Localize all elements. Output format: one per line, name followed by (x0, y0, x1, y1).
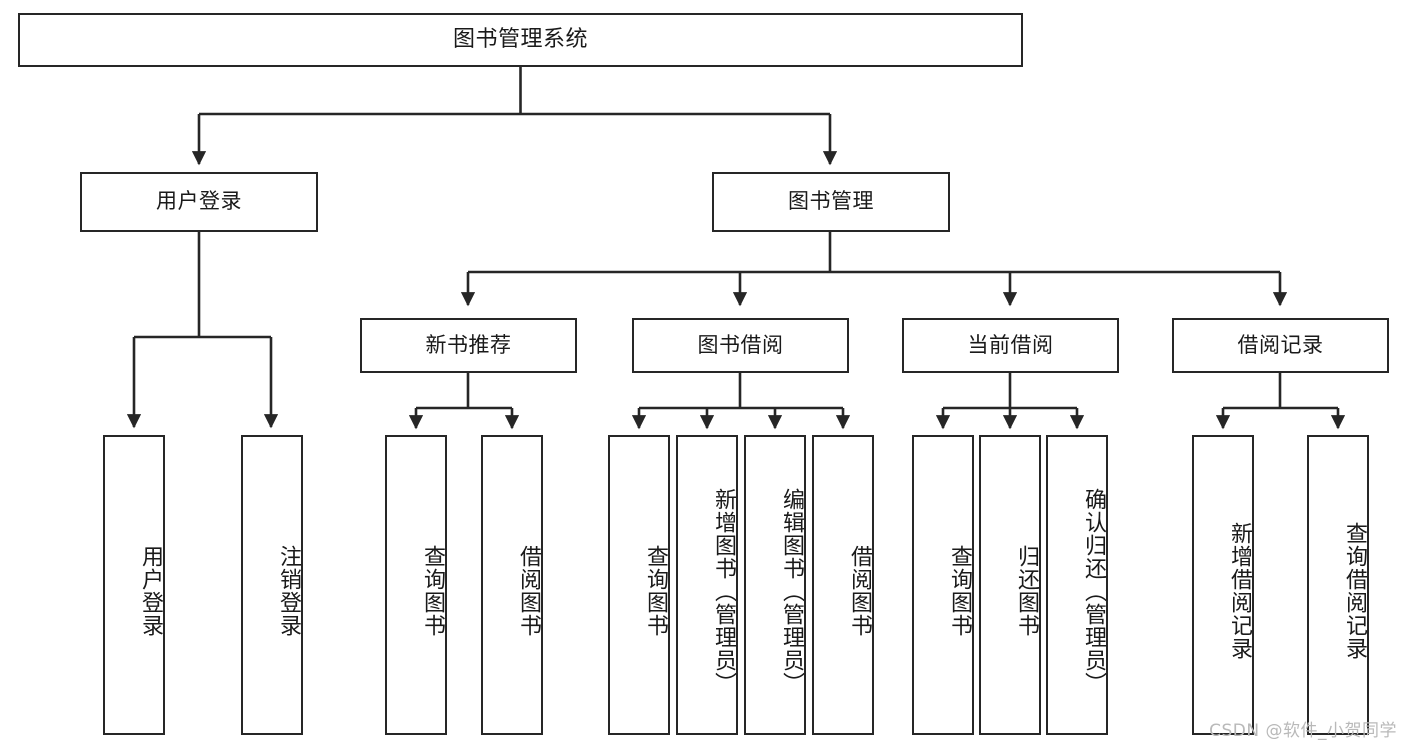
node-user-login[interactable]: 用户登录 (80, 172, 318, 232)
node-book-borrow-label: 图书借阅 (697, 332, 784, 357)
node-leaf-query-book-2[interactable]: 查询图书 (608, 435, 670, 735)
node-leaf-add-book-label: 新增图书（管理员） (711, 487, 736, 695)
node-leaf-edit-book[interactable]: 编辑图书（管理员） (744, 435, 806, 735)
node-leaf-add-record[interactable]: 新增借阅记录 (1192, 435, 1254, 735)
node-borrow-record-label: 借阅记录 (1237, 332, 1324, 357)
node-leaf-borrow-book-2[interactable]: 借阅图书 (812, 435, 874, 735)
node-leaf-return-book[interactable]: 归还图书 (979, 435, 1041, 735)
node-leaf-confirm-return-label: 确认归还（管理员） (1081, 487, 1106, 695)
node-leaf-query-record[interactable]: 查询借阅记录 (1307, 435, 1369, 735)
node-leaf-add-book[interactable]: 新增图书（管理员） (676, 435, 738, 735)
node-leaf-return-book-label: 归还图书 (1014, 545, 1039, 637)
node-leaf-query-record-label: 查询借阅记录 (1342, 522, 1367, 660)
node-book-manage[interactable]: 图书管理 (712, 172, 950, 232)
node-leaf-user-login-label: 用户登录 (138, 545, 163, 637)
node-root-label: 图书管理系统 (452, 26, 588, 52)
node-user-login-label: 用户登录 (156, 189, 242, 214)
node-leaf-query-book-3-label: 查询图书 (947, 545, 972, 637)
node-leaf-logout[interactable]: 注销登录 (241, 435, 303, 735)
node-leaf-borrow-book-1-label: 借阅图书 (516, 545, 541, 637)
node-root-book-management-system[interactable]: 图书管理系统 (18, 13, 1023, 67)
node-new-book-recommend-label: 新书推荐 (425, 332, 512, 357)
node-leaf-add-record-label: 新增借阅记录 (1227, 522, 1252, 660)
node-leaf-confirm-return[interactable]: 确认归还（管理员） (1046, 435, 1108, 735)
node-borrow-record[interactable]: 借阅记录 (1172, 318, 1389, 373)
node-current-borrow[interactable]: 当前借阅 (902, 318, 1119, 373)
node-book-manage-label: 图书管理 (788, 189, 874, 214)
node-current-borrow-label: 当前借阅 (967, 332, 1054, 357)
node-leaf-borrow-book-2-label: 借阅图书 (847, 545, 872, 637)
node-leaf-query-book-1[interactable]: 查询图书 (385, 435, 447, 735)
node-leaf-query-book-3[interactable]: 查询图书 (912, 435, 974, 735)
node-leaf-logout-label: 注销登录 (276, 545, 301, 637)
node-book-borrow[interactable]: 图书借阅 (632, 318, 849, 373)
node-leaf-edit-book-label: 编辑图书（管理员） (779, 487, 804, 695)
node-leaf-query-book-1-label: 查询图书 (420, 545, 445, 637)
node-leaf-user-login[interactable]: 用户登录 (103, 435, 165, 735)
node-leaf-borrow-book-1[interactable]: 借阅图书 (481, 435, 543, 735)
node-new-book-recommend[interactable]: 新书推荐 (360, 318, 577, 373)
node-leaf-query-book-2-label: 查询图书 (643, 545, 668, 637)
csdn-watermark: CSDN @软件_小贺同学 (1209, 721, 1397, 741)
